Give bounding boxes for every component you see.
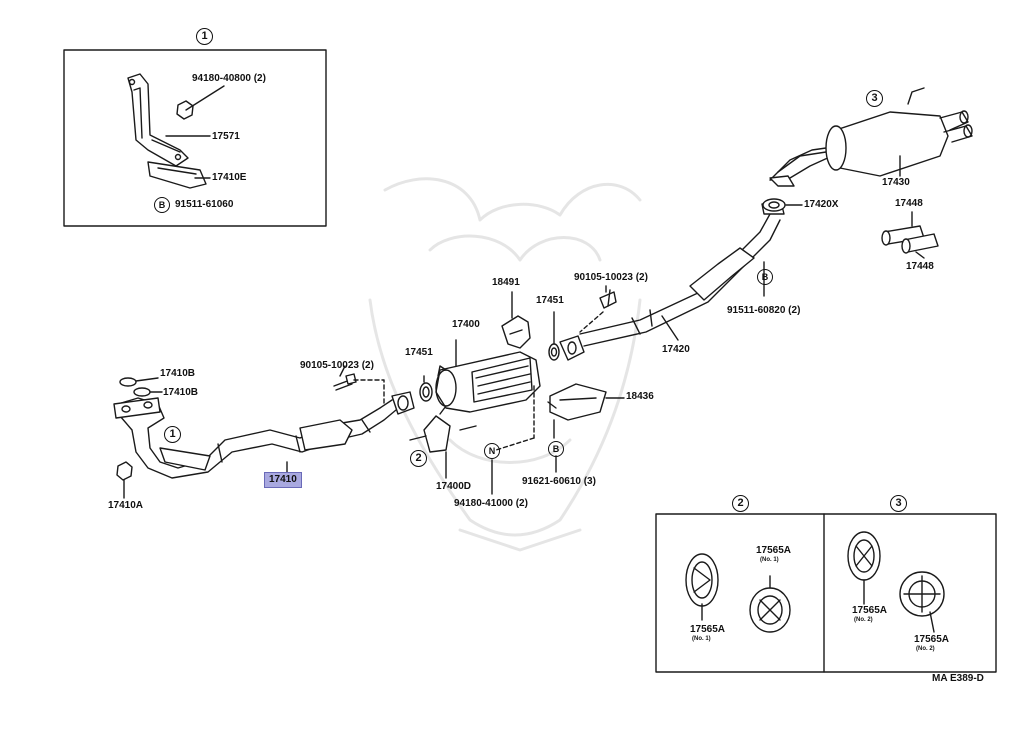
label-18436: 18436 <box>626 391 654 402</box>
label-17420: 17420 <box>662 344 690 355</box>
label-17410E: 17410E <box>212 172 247 183</box>
nut-marker-n: N <box>484 443 500 459</box>
label-18491: 18491 <box>492 277 520 288</box>
label-17451-right: 17451 <box>536 295 564 306</box>
gasket-17451-right <box>548 311 560 361</box>
label-94180-40800: 94180-40800 (2) <box>192 73 266 84</box>
label-17565A-d3-left-sub: (No. 2) <box>854 617 873 623</box>
label-17565A-d2-top-sub: (No. 1) <box>760 557 779 563</box>
label-17410B-top: 17410B <box>160 368 196 379</box>
bolt-marker-b-center: B <box>548 441 564 457</box>
label-17565A-d2-top: 17565A <box>756 545 792 556</box>
label-17410B-bottom: 17410B <box>163 387 199 398</box>
catalytic-converter-17400 <box>435 339 541 415</box>
flange-left <box>391 375 433 415</box>
label-17400D: 17400D <box>436 481 472 492</box>
detail-3-marker: 3 <box>890 495 907 512</box>
rubber-mount-right-3 <box>899 571 945 633</box>
label-17420X: 17420X <box>804 199 839 210</box>
diagram-code: MA E389-D <box>932 673 984 684</box>
plate-17410E <box>147 161 211 189</box>
label-17410-highlighted[interactable]: 17410 <box>264 472 302 488</box>
bracket-18491 <box>501 291 531 349</box>
label-17451-left: 17451 <box>405 347 433 358</box>
rubber-mount-right-2 <box>749 575 791 633</box>
bolt-90105-left <box>333 365 385 407</box>
detail-3-marker-main: 3 <box>866 90 883 107</box>
bolt-marker-b-detail-1: B <box>154 197 170 213</box>
detail-1-marker-main: 1 <box>164 426 181 443</box>
detail-2-marker-main: 2 <box>410 450 427 467</box>
label-17565A-d3-left: 17565A <box>852 605 888 616</box>
label-91621-60610: 91621-60610 (3) <box>522 476 596 487</box>
gasket-17420X <box>762 198 803 212</box>
label-90105-left: 90105-10023 (2) <box>300 360 374 371</box>
label-17430: 17430 <box>882 177 910 188</box>
detail-2-marker: 2 <box>732 495 749 512</box>
detail-1-frame <box>63 49 327 227</box>
label-91511-60820: 91511-60820 (2) <box>727 305 801 316</box>
label-91511-61060: 91511-61060 <box>175 199 234 210</box>
bolt-marker-b-right: B <box>757 269 773 285</box>
exhaust-pipe-17410 <box>113 397 397 479</box>
detail-1-marker: 1 <box>196 28 213 45</box>
label-17565A-d3-right-sub: (No. 2) <box>916 646 935 652</box>
hanger-bracket-18436 <box>547 383 625 439</box>
leader-17420 <box>661 315 679 341</box>
rubber-mount-left-2 <box>685 553 719 621</box>
label-17571: 17571 <box>212 131 240 142</box>
label-17448-bottom: 17448 <box>906 261 934 272</box>
nut-17410A <box>116 461 133 499</box>
flange-right <box>559 335 585 361</box>
bolt-90105-right <box>579 285 617 333</box>
rubber-mount-left-3 <box>847 531 881 605</box>
label-17448-top: 17448 <box>895 198 923 209</box>
label-17565A-d3-right: 17565A <box>914 634 950 645</box>
label-17400: 17400 <box>452 319 480 330</box>
detail-2-3-frame <box>655 513 997 673</box>
gaskets-17410B <box>119 377 163 397</box>
label-17565A-d2-bottom: 17565A <box>690 624 726 635</box>
muffler-17430 <box>769 87 973 187</box>
nut-94180-detail <box>176 85 225 120</box>
bracket-17571 <box>127 73 189 167</box>
label-17410A: 17410A <box>108 500 144 511</box>
hanger-17400D <box>409 415 477 479</box>
tail-tips-17448 <box>881 211 939 259</box>
label-90105-right: 90105-10023 (2) <box>574 272 648 283</box>
label-17565A-d2-bottom-sub: (No. 1) <box>692 636 711 642</box>
label-94180-41000: 94180-41000 (2) <box>454 498 528 509</box>
